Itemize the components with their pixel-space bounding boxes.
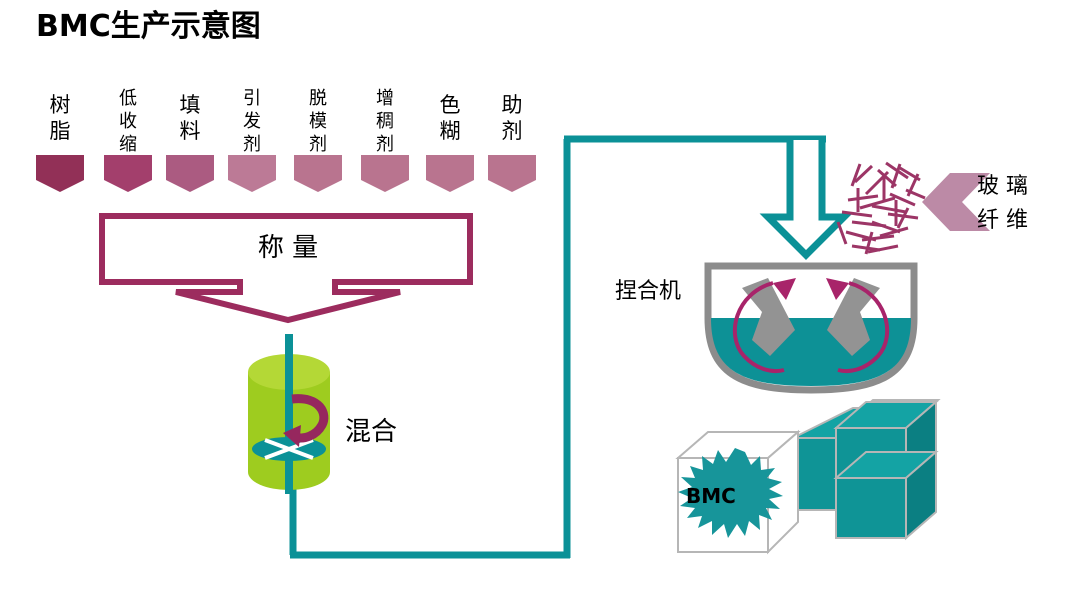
chevron-down-icon (361, 155, 409, 192)
ingredient-label-line: 模 (309, 111, 327, 132)
ingredient-label-line: 稠 (376, 111, 394, 132)
weighing-station[interactable]: 称 量 (99, 213, 473, 324)
ingredient-label-line: 缩 (119, 134, 137, 155)
ingredients-row: 树 脂 低 收 缩 填 料 引 发 剂 (36, 88, 536, 192)
ingredient-resin[interactable]: 树 脂 (36, 93, 84, 192)
ingredient-label-line: 引 (243, 88, 261, 109)
agitator-shaft (285, 334, 293, 494)
kneader-rotation-arc-right (837, 281, 890, 374)
ingredient-label-line: 填 (180, 93, 201, 117)
kneader-machine[interactable]: 捏合机 (615, 262, 918, 394)
ingredient-label-line: 剂 (309, 134, 327, 155)
glass-fiber-label-line: 纤 维 (977, 208, 1028, 233)
product-boxes[interactable]: BMC (675, 399, 958, 555)
ingredient-label-line: 剂 (376, 134, 394, 155)
rotation-arrow-head (283, 425, 301, 447)
kneader-rotation-arrow-left (773, 278, 796, 300)
material-transfer-pipe (289, 135, 853, 559)
impeller-blade (264, 438, 314, 460)
ingredient-label-line: 树 (50, 93, 71, 117)
weighing-label: 称 量 (258, 233, 318, 263)
ingredient-label-line: 脂 (50, 119, 71, 143)
ingredient-color-paste[interactable]: 色 糊 (426, 93, 474, 192)
ingredient-label-line: 剂 (502, 119, 523, 143)
ingredient-label-line: 剂 (243, 134, 261, 155)
ingredient-label-line: 发 (243, 111, 261, 132)
ingredient-label-line: 助 (502, 93, 523, 117)
ingredient-label-line: 增 (376, 88, 394, 109)
ingredient-label-line: 色 (440, 93, 461, 117)
ingredient-filler[interactable]: 填 料 (166, 93, 214, 192)
rotation-arrow-icon (291, 394, 329, 443)
chevron-down-icon (36, 155, 84, 192)
chevron-down-icon (104, 155, 152, 192)
kneader-paddle-right (827, 278, 880, 356)
kneader-rotation-arrow-right (826, 278, 849, 300)
ingredient-low-shrink[interactable]: 低 收 缩 (104, 88, 152, 192)
chevron-down-icon (488, 155, 536, 192)
bmc-box-label: BMC (686, 484, 736, 508)
mixing-label: 混合 (345, 417, 397, 447)
mixing-tank[interactable]: 混合 (248, 334, 397, 494)
ingredient-label-line: 低 (119, 88, 137, 109)
glass-fiber-strands (836, 161, 926, 255)
kneader-label: 捏合机 (615, 279, 681, 304)
chevron-down-icon (294, 155, 342, 192)
pipe-arrow-into-kneader (759, 140, 853, 260)
kneader-rotation-arc-left (732, 281, 785, 374)
chevron-down-icon (166, 155, 214, 192)
product-box-bmc: BMC (675, 429, 801, 555)
product-box-lower-right (833, 449, 939, 541)
chevron-down-icon (228, 155, 276, 192)
chevron-left-icon (922, 173, 990, 231)
ingredient-label-line: 收 (119, 111, 137, 132)
glass-fiber-label-line: 玻 璃 (977, 174, 1028, 199)
ingredient-label-line: 脱 (309, 88, 327, 109)
ingredient-release-agent[interactable]: 脱 模 剂 (294, 88, 342, 192)
ingredient-initiator[interactable]: 引 发 剂 (228, 88, 276, 192)
bmc-material-blob (678, 448, 783, 538)
ingredient-label-line: 料 (180, 119, 201, 143)
glass-fiber-feed[interactable]: 玻 璃 纤 维 (836, 161, 1028, 255)
weighing-arrow-outline (99, 213, 473, 324)
ingredient-label-line: 糊 (440, 119, 461, 143)
chevron-down-icon (426, 155, 474, 192)
ingredient-additive[interactable]: 助 剂 (488, 93, 536, 192)
ingredient-thickener[interactable]: 增 稠 剂 (361, 88, 409, 192)
kneader-paddle-left (742, 278, 795, 356)
page-title: BMC生产示意图 (36, 9, 261, 44)
